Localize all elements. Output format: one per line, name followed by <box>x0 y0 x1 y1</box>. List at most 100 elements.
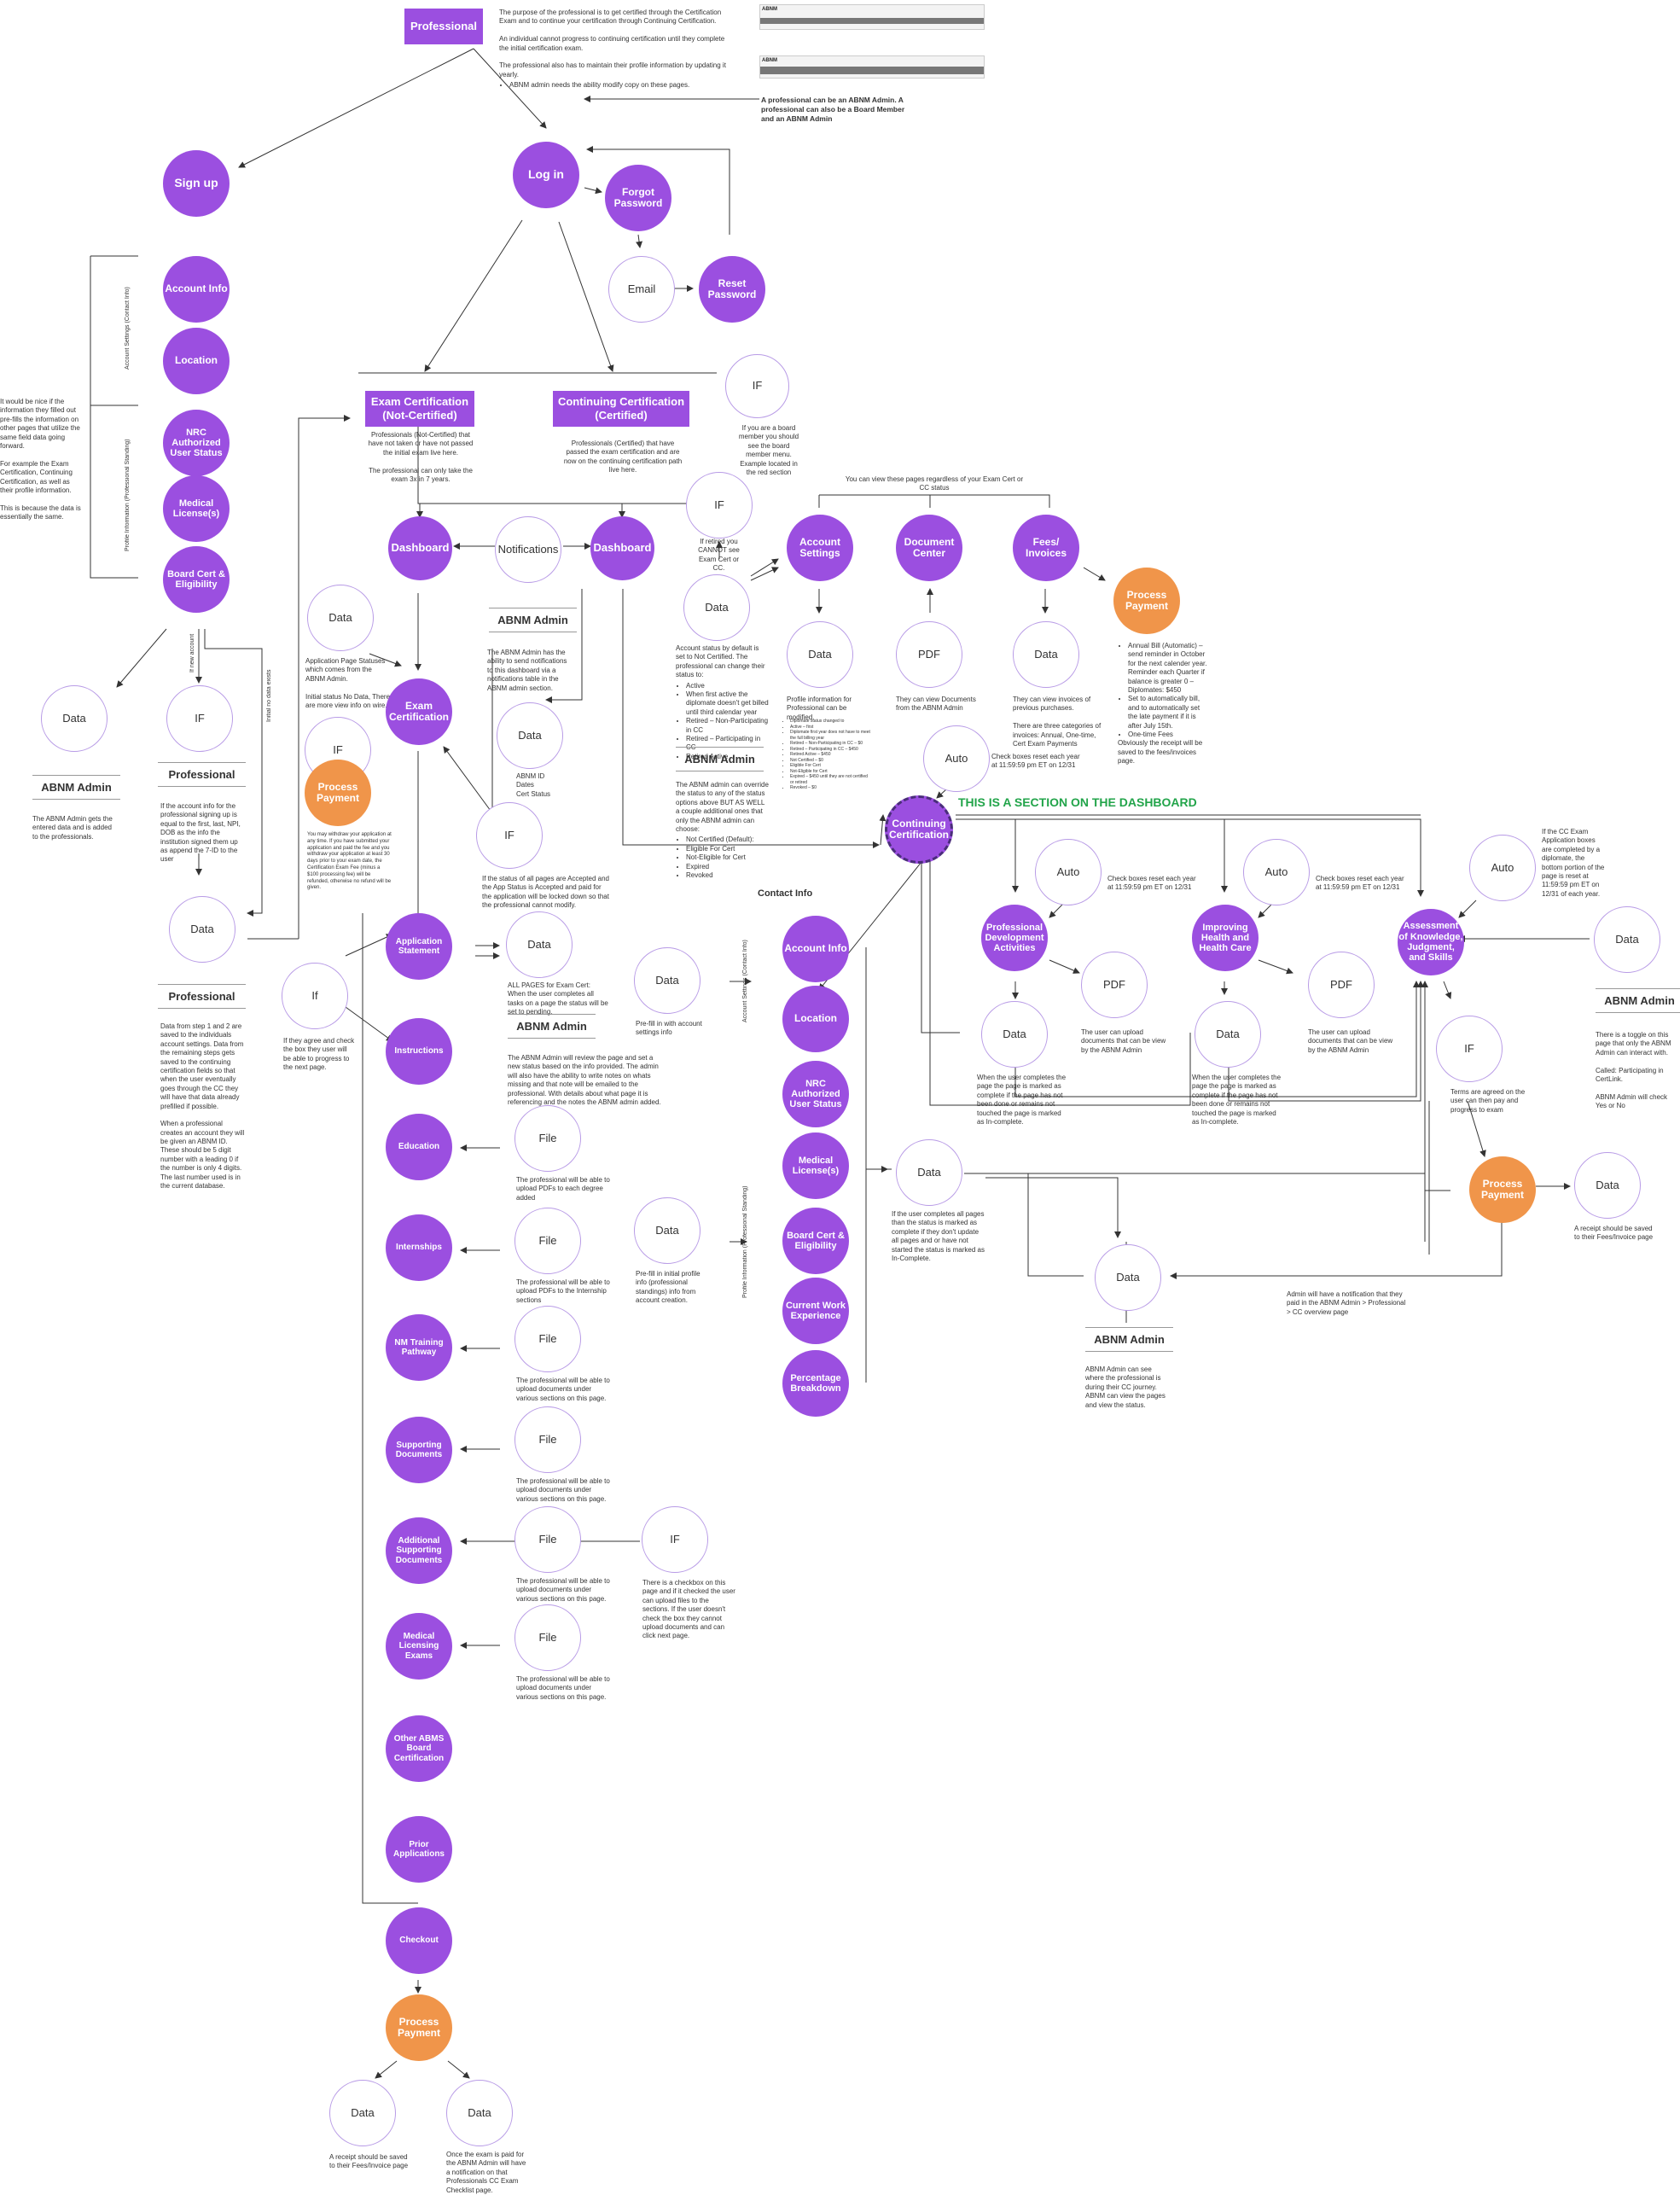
file-note: The professional will be able to upload … <box>516 1477 610 1503</box>
auto-node-top: Auto <box>923 725 990 792</box>
professional-note-left-1: If the account info for the professional… <box>160 802 241 864</box>
app-statuses-note: Application Page Statuses which comes fr… <box>305 657 391 709</box>
admin-role-note: A professional can be an ABNM Admin. A p… <box>761 96 905 124</box>
auto-node-ak: Auto <box>1469 835 1536 901</box>
professional-label-left-2: Professional <box>158 984 246 1009</box>
list-item: Revoked – $0 <box>790 785 870 791</box>
cc-board-cert-node: Board Cert & Eligibility <box>782 1208 849 1274</box>
list-item: Annual Bill (Automatic) – send reminder … <box>1128 642 1207 695</box>
data-node-profile-status: Data <box>896 1139 962 1206</box>
account-status-note: Account status by default is set to Not … <box>676 644 770 761</box>
thumb-navbar-1 <box>760 18 984 24</box>
reset-password-node: Reset Password <box>699 256 765 323</box>
auto-reset-note-top: Check boxes reset each year at 11:59:59 … <box>991 753 1080 770</box>
list-item: Expired <box>686 863 770 871</box>
board-cert-node: Board Cert & Eligibility <box>163 546 230 613</box>
pdf-ihc-note: The user can upload documents that can b… <box>1308 1028 1393 1054</box>
file-node: File <box>514 1208 581 1274</box>
exam-step-node: Other ABMS Board Certification <box>386 1715 452 1782</box>
data-node-prefill-account: Data <box>634 947 700 1014</box>
auto-node-ihc: Auto <box>1243 839 1310 905</box>
if-node-left: IF <box>166 685 233 752</box>
abnm-admin-review-note: The ABNM Admin will review the page and … <box>508 1054 661 1106</box>
list-item: Not-Eligible for Cert <box>686 853 770 862</box>
purpose-text-1: The purpose of the professional is to ge… <box>499 9 722 26</box>
pda-status-note: When the user completes the page the pag… <box>977 1074 1067 1126</box>
prefill-profile-note: Pre-fill in initial profile info (profes… <box>636 1270 700 1305</box>
cc-nrc-node: NRC Authorized User Status <box>782 1061 849 1127</box>
cc-dashboard-node: Dashboard <box>590 516 654 580</box>
ihc-status-note: When the user completes the page the pag… <box>1192 1074 1282 1126</box>
list-item: Diplomate first year does not have to me… <box>790 730 870 741</box>
list-item: Active <box>686 682 770 690</box>
thumb-logo-1: ABNM <box>762 7 777 12</box>
data-node-profile: Data <box>787 621 853 688</box>
admin-status-list: Not Certified (Default):Eligible For Cer… <box>676 835 770 880</box>
if-no-data-label: Initial no data exists <box>266 669 272 722</box>
exam-step-node: Prior Applications <box>386 1816 452 1883</box>
data-node-admin-left: Data <box>41 685 108 752</box>
forgot-password-node: Forgot Password <box>605 165 671 231</box>
if-node-lockdown: IF <box>476 802 543 869</box>
data-node-receipt-exam: Data <box>329 2080 396 2146</box>
file-node: File <box>514 1105 581 1172</box>
abnm-admin-label-left: ABNM Admin <box>32 775 120 800</box>
data-node-prefill-profile: Data <box>634 1197 700 1264</box>
process-payment-node-ak: Process Payment <box>1469 1156 1536 1223</box>
if-node-agree: If <box>282 963 348 1029</box>
receipt-saved-note: Obviously the receipt will be saved to t… <box>1118 739 1203 766</box>
abnm-admin-ak-note: There is a toggle on this page that only… <box>1596 1031 1671 1110</box>
abnm-admin-label-review: ABNM Admin <box>508 1014 596 1039</box>
profile-modified-note: Profile information for Professional can… <box>787 696 852 721</box>
exam-step-node: Education <box>386 1114 452 1180</box>
data-node-pda: Data <box>981 1001 1048 1068</box>
checkbox-note: There is a checkbox on this page and if … <box>642 1579 735 1640</box>
receipt-ak-note: A receipt should be saved to their Fees/… <box>1574 1225 1654 1242</box>
continuing-certification-note: Professionals (Certified) that have pass… <box>563 440 683 475</box>
professional-box: Professional <box>404 9 483 44</box>
list-item: Eligible For Cert <box>686 845 770 853</box>
list-item: Retired Active – $450 <box>790 752 870 758</box>
data-node-admin-overview: Data <box>1095 1244 1161 1311</box>
data-node-exam-paid: Data <box>446 2080 513 2146</box>
admin-status-text: The ABNM admin can override the status t… <box>676 781 769 833</box>
data-node-ihc: Data <box>1195 1001 1261 1068</box>
list-item: Retired – Non-Participating in CC – $0 <box>790 741 870 747</box>
section-banner: THIS IS A SECTION ON THE DASHBOARD <box>958 795 1197 809</box>
data-node-ak-admin: Data <box>1594 906 1660 973</box>
account-settings-side-label: Account Settings (Contact Info) <box>125 287 131 370</box>
pda-node: Professional Development Activities <box>981 905 1048 971</box>
data-node-receipt-ak: Data <box>1574 1152 1641 1219</box>
data-node-app-statuses: Data <box>307 585 374 651</box>
process-payment-node-withdraw: Process Payment <box>305 760 371 826</box>
medical-license-node: Medical License(s) <box>163 475 230 542</box>
file-node: File <box>514 1506 581 1573</box>
exam-certification-box: Exam Certification (Not-Certified) <box>365 391 474 427</box>
lockdown-note: If the status of all pages are Accepted … <box>482 875 609 910</box>
abnm-admin-label-status: ABNM Admin <box>676 747 764 771</box>
cc-work-experience-node: Current Work Experience <box>782 1278 849 1344</box>
receipt-note-exam: A receipt should be saved to their Fees/… <box>329 2153 409 2170</box>
abnm-admin-label-overview: ABNM Admin <box>1085 1327 1173 1352</box>
billing-note: Annual Bill (Automatic) – send reminder … <box>1118 640 1207 766</box>
prefill-side-note: It would be nice if the information they… <box>0 398 81 521</box>
exam-step-node: Internships <box>386 1214 452 1281</box>
profile-status-note: If the user completes all pages than the… <box>892 1210 985 1262</box>
exam-step-node: Instructions <box>386 1018 452 1085</box>
list-item: Active – first <box>790 725 870 731</box>
abnm-id-note: ABNM ID Dates Cert Status <box>516 772 551 798</box>
if-node-retired: IF <box>686 472 753 539</box>
list-item: Expired – $450 until they are not certif… <box>790 774 870 785</box>
purpose-text-3: The professional also has to maintain th… <box>499 61 726 79</box>
abnm-admin-overview-note: ABNM Admin can see where the professiona… <box>1085 1365 1166 1409</box>
if-node-ak: IF <box>1436 1016 1503 1082</box>
email-node: Email <box>608 256 675 323</box>
account-info-node: Account Info <box>163 256 230 323</box>
notifications-node: Notifications <box>495 516 561 583</box>
all-pages-note: ALL PAGES for Exam Cert: When the user c… <box>508 981 608 1016</box>
file-node: File <box>514 1604 581 1671</box>
admin-notification-note: Admin will have a notification that they… <box>1287 1290 1406 1316</box>
ihc-node: Improving Health and Health Care <box>1192 905 1259 971</box>
pdf-node-ihc: PDF <box>1308 952 1375 1018</box>
exam-step-node: NM Training Pathway <box>386 1314 452 1381</box>
